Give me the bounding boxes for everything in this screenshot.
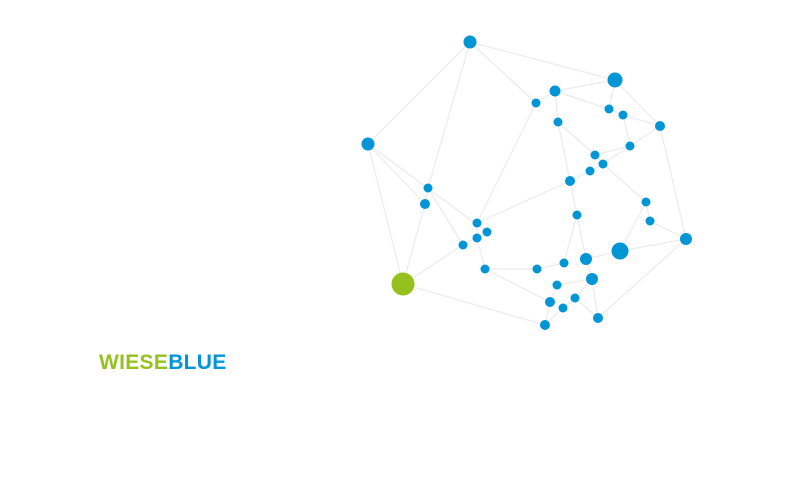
network-edge [576, 214, 587, 260]
network-edge [563, 214, 578, 264]
network-edge [367, 41, 471, 145]
network-node [458, 240, 468, 250]
network-node [604, 104, 614, 114]
network-node [472, 218, 482, 228]
network-node [559, 258, 569, 268]
network-edges [367, 41, 687, 326]
network-edge [427, 187, 464, 246]
network-node [586, 273, 598, 285]
network-edge [484, 268, 551, 303]
network-edge [476, 102, 537, 224]
network-edge [659, 125, 687, 240]
network-edge [557, 121, 596, 156]
network-edge [476, 180, 571, 224]
network-edge [622, 114, 661, 127]
network-node [572, 210, 582, 220]
network-node [607, 72, 623, 88]
network-node [590, 150, 600, 160]
network-node [531, 98, 541, 108]
network-node [625, 141, 635, 151]
network-node [420, 199, 430, 209]
network-edge [649, 220, 687, 240]
network-node [645, 216, 655, 226]
network-node [549, 85, 561, 97]
network-edge [597, 238, 687, 319]
network-edge [591, 278, 599, 319]
network-node [565, 176, 575, 186]
network-edge [614, 79, 661, 127]
network-edge [402, 203, 426, 285]
brand-logo: WIESEBLUE [99, 350, 227, 376]
network-edge [602, 163, 647, 203]
network-edge [469, 41, 537, 104]
network-edge [569, 180, 578, 216]
network-edge [619, 201, 647, 252]
network-node [361, 137, 375, 151]
network-edge [536, 262, 565, 270]
network-node [570, 293, 580, 303]
network-node [480, 264, 490, 274]
network-edge [367, 143, 404, 285]
network-node [463, 35, 477, 49]
network-edge [594, 145, 631, 156]
network-edge [367, 143, 426, 205]
network-node [552, 280, 562, 290]
network-node [611, 242, 629, 260]
network-edge [469, 41, 616, 81]
network-edge [427, 41, 471, 189]
network-node [618, 110, 628, 120]
brand-logo-wiese: WIESE [99, 351, 169, 374]
network-node [532, 264, 542, 274]
network-edge [402, 283, 546, 326]
network-node [641, 197, 651, 207]
network-edge [402, 244, 464, 285]
network-node [545, 297, 555, 307]
network-node [580, 253, 592, 265]
network-node [585, 166, 595, 176]
network-edge [554, 79, 616, 92]
network-nodes [361, 35, 692, 330]
network-node [680, 233, 692, 245]
network-node [593, 313, 603, 323]
network-node [655, 121, 665, 131]
network-edge [574, 297, 599, 319]
network-edge [629, 125, 661, 147]
network-node [553, 117, 563, 127]
network-node [540, 320, 550, 330]
network-edge [619, 238, 687, 252]
network-node [472, 233, 482, 243]
network-edge [602, 145, 631, 165]
network-node [598, 159, 608, 169]
network-edge [557, 121, 571, 182]
network-node [558, 303, 568, 313]
network-node [482, 227, 492, 237]
network-edge [554, 90, 610, 110]
network-edge [476, 237, 486, 270]
network-node-accent [391, 272, 415, 296]
brand-logo-blue: BLUE [168, 351, 227, 374]
network-edge [622, 114, 631, 147]
network-node [423, 183, 433, 193]
